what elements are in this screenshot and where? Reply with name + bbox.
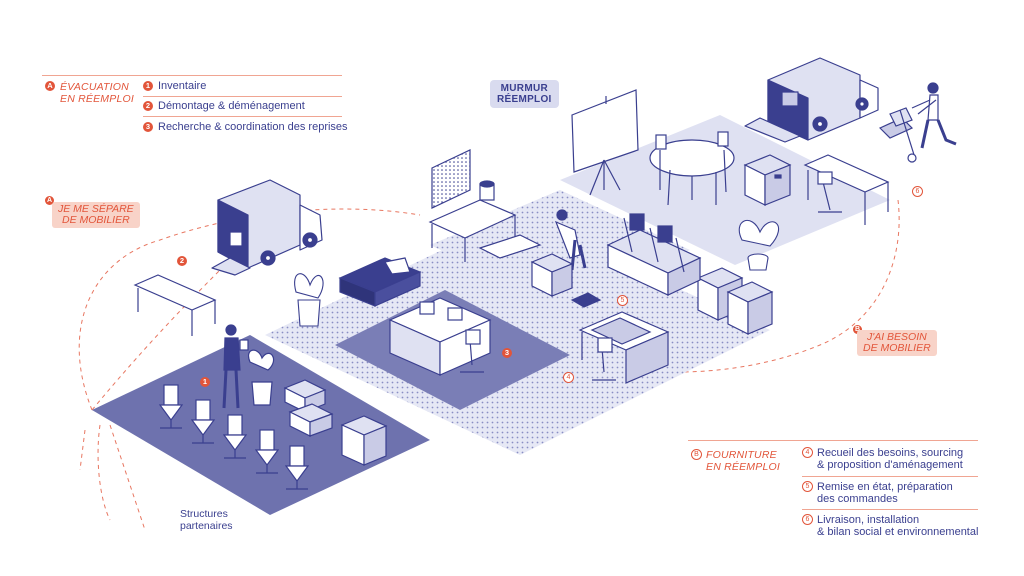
- marker-5: 5: [617, 295, 628, 306]
- plant-right: [738, 219, 780, 271]
- left-callout-badge: A: [45, 196, 54, 205]
- right-callout-line-1: J'AI BESOIN: [866, 331, 927, 343]
- left-callout-line-2: DE MOBILIER: [61, 214, 130, 226]
- section-a-title-1: ÉVACUATION: [60, 81, 129, 93]
- step-6-badge: 6: [802, 514, 813, 525]
- divider: [802, 509, 978, 510]
- worker: [530, 209, 602, 308]
- inventory-boxes: [283, 379, 388, 466]
- section-a-title-2: EN RÉEMPLOI: [60, 93, 134, 105]
- murmur-reemploi-tag: MURMUR RÉEMPLOI: [490, 80, 559, 108]
- step-3-badge: 3: [143, 122, 153, 132]
- marker-6: 6: [912, 186, 923, 197]
- murmur-line-2: RÉEMPLOI: [497, 94, 552, 105]
- bench-desk: [388, 297, 492, 376]
- left-table: [133, 274, 217, 336]
- divider: [42, 75, 342, 76]
- right-callout-badge: B: [853, 325, 862, 334]
- truck-right: [744, 57, 879, 143]
- section-a-badge: A: [45, 81, 55, 91]
- plant-center: [294, 273, 324, 327]
- divider: [143, 96, 342, 97]
- divider: [143, 116, 342, 117]
- marker-1: 1: [200, 377, 210, 387]
- marker-2: 2: [177, 256, 187, 266]
- step-1-badge: 1: [143, 81, 153, 91]
- step-2-label: Démontage & déménagement: [158, 100, 305, 112]
- delivery-person: [878, 82, 957, 163]
- inventory-floor: [92, 335, 430, 515]
- divider: [802, 476, 978, 477]
- left-callout: JE ME SÉPARE DE MOBILIER: [52, 202, 140, 228]
- partners-line-2: partenaires: [180, 520, 233, 532]
- step-5-badge: 5: [802, 481, 813, 492]
- meeting-floor: [560, 115, 890, 265]
- meeting-desk: [743, 154, 890, 225]
- section-b-badge: B: [691, 449, 702, 460]
- divider: [688, 440, 978, 441]
- step-4-badge: 4: [802, 447, 813, 458]
- step-1-label: Inventaire: [158, 80, 207, 92]
- sofa: [338, 257, 422, 307]
- step-6-line-2: & bilan social et environnemental: [817, 526, 979, 538]
- partners-line-1: Structures: [180, 508, 228, 520]
- section-b-title-2: EN RÉEMPLOI: [706, 461, 780, 473]
- marker-3: 3: [502, 348, 512, 358]
- filing-cabinets: [696, 267, 774, 335]
- step-4-line-1: Recueil des besoins, sourcing: [817, 447, 964, 459]
- right-callout-line-2: DE MOBILIER: [863, 342, 931, 354]
- step-4-line-2: & proposition d'aménagement: [817, 459, 963, 471]
- workshop-shelves: [606, 213, 702, 296]
- inventory-chairs: [158, 384, 310, 490]
- whiteboard: [571, 89, 639, 196]
- step-6-line-1: Livraison, installation: [817, 514, 920, 526]
- section-b-title-1: FOURNITURE: [706, 449, 777, 461]
- step-3-label: Recherche & coordination des reprises: [158, 121, 348, 133]
- marker-4: 4: [563, 372, 574, 383]
- meeting-table: [649, 131, 735, 206]
- pegboard-desk: [428, 149, 542, 262]
- truck-left: [211, 179, 323, 276]
- left-callout-line-1: JE ME SÉPARE: [58, 203, 134, 215]
- front-desk: [578, 311, 670, 384]
- step-5-line-1: Remise en état, préparation: [817, 481, 953, 493]
- step-5-line-2: des commandes: [817, 493, 898, 505]
- inventory-person: [222, 324, 275, 409]
- step-2-badge: 2: [143, 101, 153, 111]
- murmur-line-1: MURMUR: [500, 83, 548, 94]
- right-callout: J'AI BESOIN DE MOBILIER: [857, 330, 937, 356]
